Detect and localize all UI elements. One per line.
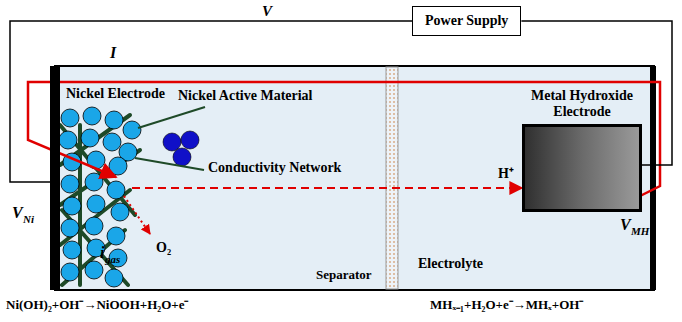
leader-line	[135, 158, 204, 170]
cell-wall	[650, 66, 656, 290]
electrode-block	[522, 124, 642, 212]
gas-label: O₂	[156, 240, 171, 255]
current-subscript: gas	[105, 253, 120, 265]
electrode-label: Nickel Electrode	[66, 86, 165, 102]
electrode-bar	[50, 66, 60, 290]
part-label: Separator	[316, 268, 372, 282]
conductivity-network	[60, 115, 140, 285]
ion-flow-arrow	[132, 187, 522, 189]
electrolyte-cell	[55, 66, 654, 290]
voltage-subscript: Ni	[23, 213, 34, 225]
voltage-subscript: MH	[631, 225, 649, 237]
voltage-symbol: V	[620, 216, 631, 234]
current-symbol: i	[100, 244, 104, 262]
power-supply-box: Power Supply	[412, 6, 521, 36]
part-label: Nickel Active Material	[178, 88, 313, 103]
reaction-equation: Ni(OH)₂+OH⁻→NiOOH+H₂O+e⁻	[6, 298, 188, 312]
part-label: Conductivity Network	[208, 160, 341, 175]
current-symbol: I	[110, 44, 116, 62]
ion-label: H⁺	[498, 166, 514, 181]
separator-band	[386, 67, 398, 289]
gas-current-arrow	[124, 196, 150, 234]
supply-wire	[10, 21, 412, 182]
electrode-label: Metal Hydroxide Electrode	[522, 88, 642, 120]
voltage-symbol: V	[262, 3, 272, 20]
reaction-equation: MHₓ₋₁+H₂O+e⁻→MHₓ+OH⁻	[430, 298, 583, 312]
leader-line	[138, 107, 205, 128]
oxygen-bubbles	[163, 131, 199, 166]
metal-hydroxide-electrode: Metal Hydroxide Electrode	[522, 88, 642, 212]
voltage-symbol: V	[12, 204, 23, 222]
power-supply-label: Power Supply	[425, 13, 508, 29]
active-material-particles	[59, 107, 141, 287]
part-label: Electrolyte	[418, 256, 483, 271]
